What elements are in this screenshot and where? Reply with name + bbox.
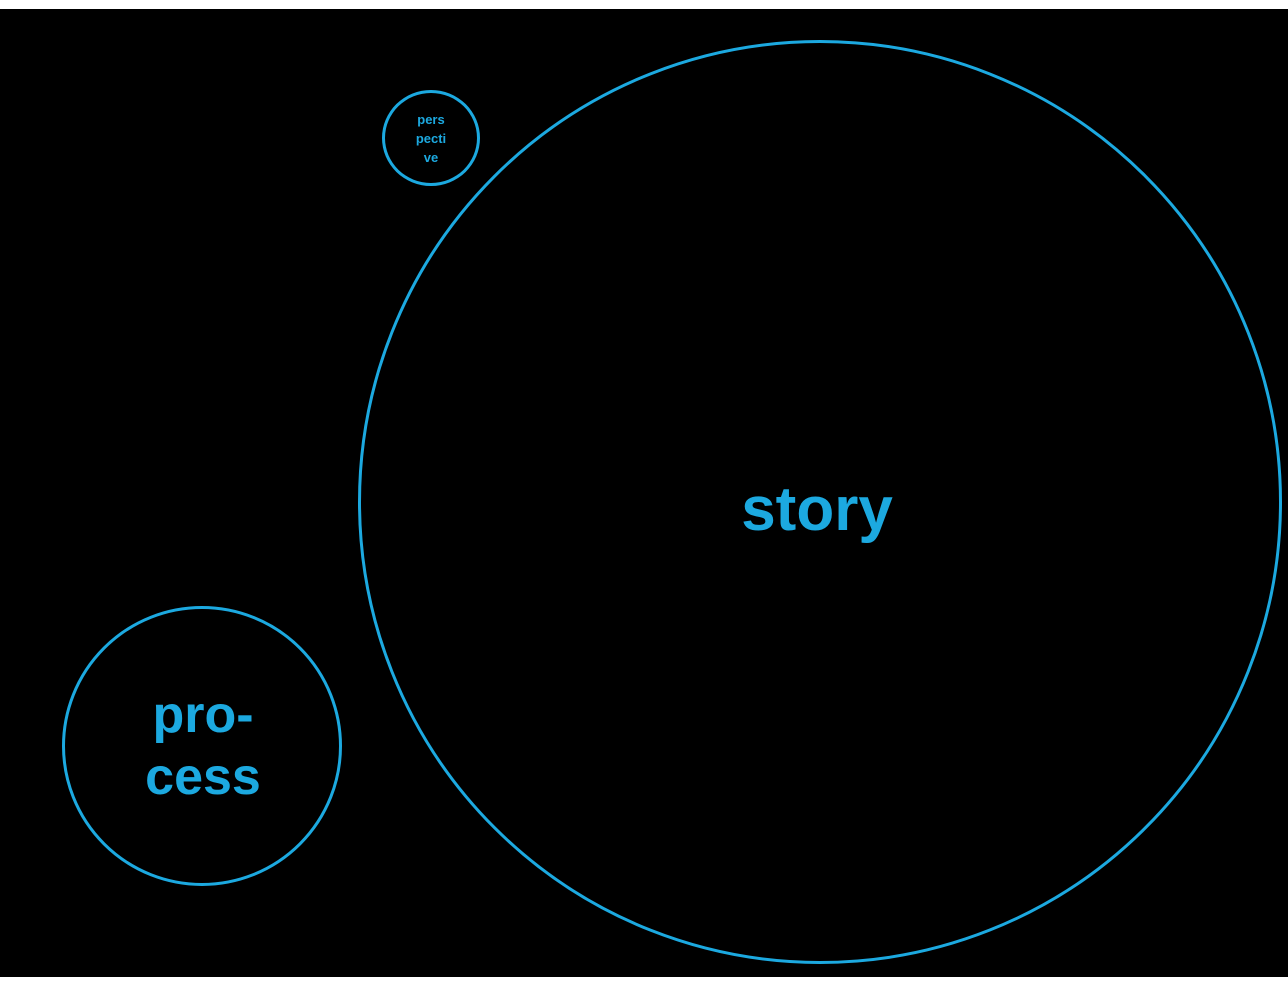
perspective-circle: pers pecti ve bbox=[382, 90, 480, 186]
story-circle: story bbox=[358, 40, 1282, 964]
perspective-label-line: ve bbox=[423, 150, 439, 165]
process-label-line: cess bbox=[145, 748, 261, 806]
process-label: pro- cess bbox=[103, 684, 303, 808]
perspective-label: pers pecti ve bbox=[406, 110, 456, 167]
story-label: story bbox=[741, 474, 893, 544]
perspective-label-line: pecti bbox=[415, 131, 447, 146]
process-label-line: pro- bbox=[152, 686, 254, 744]
diagram-canvas: story pro- cess pers pecti ve bbox=[0, 9, 1288, 977]
process-circle: pro- cess bbox=[62, 606, 342, 886]
perspective-label-line: pers bbox=[417, 112, 445, 127]
